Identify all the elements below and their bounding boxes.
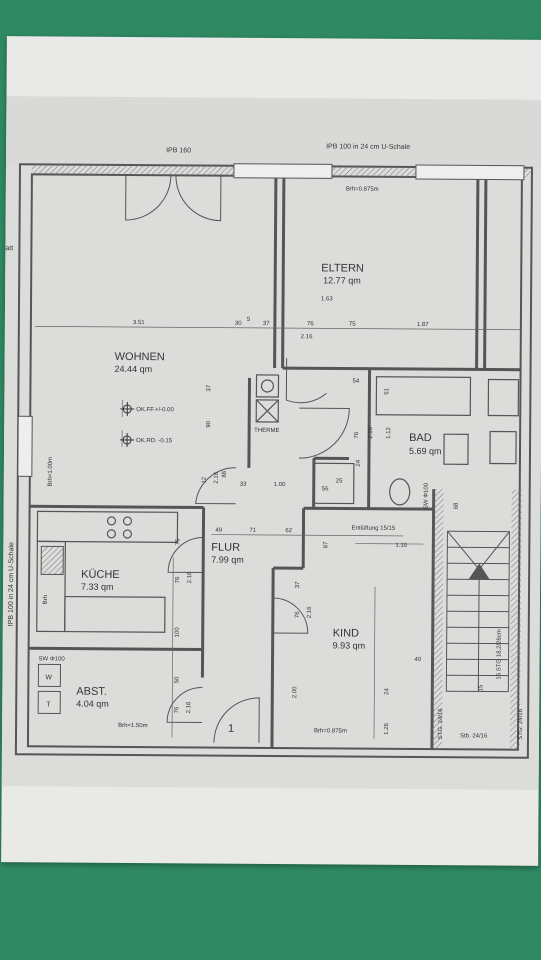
sw100-bad-label: SW Φ100 [424,482,430,509]
staircase [445,530,510,693]
dim-label: 68 [454,502,460,509]
room-eltern-area: 12.77 qm [323,275,361,285]
abst-w-box [37,663,62,688]
dim-label: 51 [384,387,390,394]
doors [125,174,350,743]
dim-label: 50 [174,676,180,683]
abst-t-symbol: T [46,701,51,708]
therme-label: THERME [254,428,279,434]
brh-eltern-label: Brh=0.875m [346,187,379,193]
stair-text-label: 15 STG 18,2/26cm [496,629,502,679]
room-eltern-name: ELTERN [321,262,364,274]
dim-label: 5 [247,317,251,323]
dim-label: 90 [206,420,212,427]
room-kind-name: KIND [333,627,359,639]
stg-right-label: STG. 24/16 [518,708,524,739]
stair-wall-hatch-right [509,489,522,750]
dim-label: 2.16 [187,571,193,583]
stair-wall-hatch [431,489,444,750]
kitchen-counters [36,510,179,633]
dim-label: 75 [175,538,181,545]
ipb-right-label: IPB 100 in 24 cm U-Schale [326,143,410,151]
room-flur-name: FLUR [211,542,240,554]
dim-label: 49 [215,528,222,534]
dim-label: 56 [322,486,329,492]
dim-label: 87 [323,541,329,548]
dim-label: 24 [356,459,362,466]
dim-label: 76 [295,611,301,618]
paper-top-band [5,96,541,170]
room-kueche-name: KÜCHE [81,569,120,581]
dim-label: 30 [235,321,242,327]
dim-label: 24 [384,687,390,694]
kueche-brh-label: Brh [43,595,49,604]
dim-label: 37 [295,581,301,588]
sw100-abst-label: SW Φ100 [39,656,66,662]
dim-label: 3.51 [133,320,145,326]
windows [17,163,525,477]
room-bad-name: BAD [409,432,432,444]
dim-label: 1.63 [321,296,333,302]
dim-label: 2.16 [368,426,374,438]
plan-paper: IPB 160 IPB 100 in 24 cm U-Schale att IP… [1,36,541,866]
brh-kind-label: Brh=0.875m [314,728,347,734]
dim-label: 2.00 [292,686,298,698]
dim-label: 54 [352,379,359,385]
dim-label: 88 [222,470,228,477]
dim-label: 15 [478,684,484,691]
kitchen-sink [40,545,64,576]
level-markers [120,401,135,447]
therme-unit [255,374,280,423]
dim-label: 76 [354,431,360,438]
dim-label: 2.16 [307,606,313,618]
dim-label: 1.12 [386,426,392,438]
dim-label: 71 [249,528,256,534]
room-bad-area: 5.69 qm [409,446,442,456]
brh-abst-label: Brh=1.50m [118,723,148,729]
stg-left-label: STG. 24/16 [438,708,444,739]
dim-label: 2.16 [214,471,220,483]
dim-label: 37 [263,321,270,327]
dim-label: 76 [175,576,181,583]
entlueftung-label: Entlüftung 15/15 [351,526,395,532]
room-abst-area: 4.04 qm [76,699,109,709]
dim-label: 76 [307,321,314,327]
entry-number-label: 1 [228,723,234,735]
ipb-left-label: IPB 160 [166,147,191,154]
room-kueche-area: 7.33 qm [81,582,114,592]
dim-label: 1.26 [384,722,390,734]
okff-label: OK.FF.+/-0.00 [136,407,174,413]
dim-label: 76 [174,706,180,713]
dim-label: 1.00 [274,482,286,488]
left-edge-label: att [5,245,13,252]
okrd-label: OK.RD. -0.15 [136,438,173,444]
dim-label: 33 [240,482,247,488]
brh-wohnen-label: Brh=1.00m [48,457,54,487]
dim-label: 1.87 [417,322,429,328]
dim-label: 1.10 [395,543,407,549]
bath-fixtures [313,376,520,506]
dim-label: 62 [285,528,292,534]
dim-label: 12 [202,476,208,483]
dim-label: 37 [206,384,212,391]
abst-t-box [37,690,61,715]
dimension-lines [34,325,521,739]
room-kind-area: 9.93 qm [333,640,366,650]
dim-label: 75 [349,322,356,328]
stg-bottom-label: Stb. 24/16 [460,733,488,739]
room-abst-name: ABST. [76,686,107,698]
room-flur-area: 7.99 qm [211,555,244,565]
dim-label: 2.16 [186,701,192,713]
room-wohnen-area: 24.44 qm [115,364,153,374]
paper-plan-area [1,166,541,790]
dim-label: 100 [175,627,181,638]
dim-label: 25 [336,478,343,484]
floor-plan: IPB 160 IPB 100 in 24 cm U-Schale att IP… [1,96,541,790]
left-side-label: IPB 100 in 24 cm U-Schale [8,542,16,626]
dim-label: 2.16 [301,334,313,340]
room-wohnen-name: WOHNEN [115,351,165,363]
abst-w-symbol: W [45,674,52,681]
dim-label: 40 [415,657,422,663]
